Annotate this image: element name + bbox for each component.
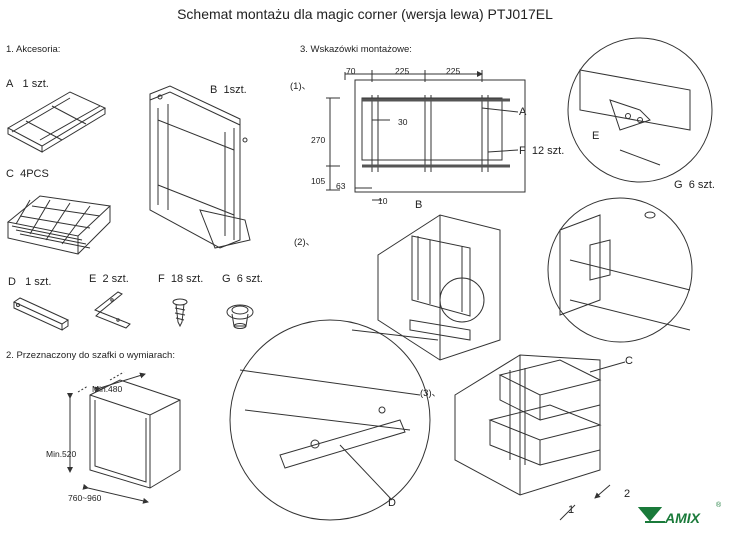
dim-30: 30 (398, 117, 408, 127)
part-c-wire-basket (6, 195, 112, 255)
arrow-1-label: 1 (568, 504, 575, 516)
part-b-upright-frame (149, 85, 251, 249)
callout-c: C (625, 355, 633, 367)
cabinet-height-dim: Min.520 (46, 449, 77, 459)
callout-a: A (519, 106, 527, 118)
step-3-cabinet-drawing (454, 354, 626, 521)
callout-b: B (415, 199, 423, 211)
part-f-screw (172, 298, 188, 328)
dim-63: 63 (336, 181, 346, 191)
arrow-2-label: 2 (624, 488, 631, 500)
plan-view-drawing (326, 70, 526, 201)
step-3-marker: (3)、 (420, 388, 442, 399)
detail-circle-d (229, 319, 431, 521)
dim-225-left: 225 (395, 66, 410, 76)
part-g-label: G 6 szt. (222, 273, 263, 285)
section-cabinet-title: 2. Przeznaczony do szafki o wymiarach: (6, 350, 175, 361)
callout-e: E (592, 130, 600, 142)
amix-logo-icon (637, 507, 665, 523)
part-d-bracket (12, 297, 70, 331)
dim-105: 105 (311, 176, 326, 186)
callout-d: D (388, 497, 396, 509)
dim-70: 70 (346, 66, 356, 76)
section-accessories-title: 1. Akcesoria: (6, 44, 61, 55)
part-e-label: E 2 szt. (89, 273, 129, 285)
part-a-rail-frame (6, 91, 107, 153)
dim-10: 10 (378, 196, 388, 206)
part-g-bolt (226, 304, 254, 329)
page-title: Schemat montażu dla magic corner (wersja… (177, 6, 553, 22)
section-hints-title: 3. Wskazówki montażowe: (300, 44, 412, 55)
step-1-marker: (1)、 (290, 81, 312, 92)
part-a-label: A 1 szt. (6, 78, 49, 90)
cabinet-box-drawing (67, 371, 181, 504)
part-d-label: D 1 szt. (8, 276, 52, 288)
detail-circle-e (567, 37, 713, 183)
amix-logo-text: AMIX (665, 510, 700, 526)
dim-225-right: 225 (446, 66, 461, 76)
dim-270: 270 (311, 135, 326, 145)
step-2-cabinet-drawing (351, 214, 501, 361)
callout-g: G 6 szt. (674, 179, 715, 191)
callout-f: F 12 szt. (519, 145, 565, 157)
part-f-label: F 18 szt. (158, 273, 204, 285)
part-c-label: C 4PCS (6, 168, 49, 180)
part-b-label: B 1szt. (210, 84, 247, 96)
step-2-marker: (2)、 (294, 237, 316, 248)
part-e-angle (94, 291, 131, 329)
amix-logo-reg: ® (716, 502, 722, 509)
detail-circle-g (547, 197, 693, 343)
